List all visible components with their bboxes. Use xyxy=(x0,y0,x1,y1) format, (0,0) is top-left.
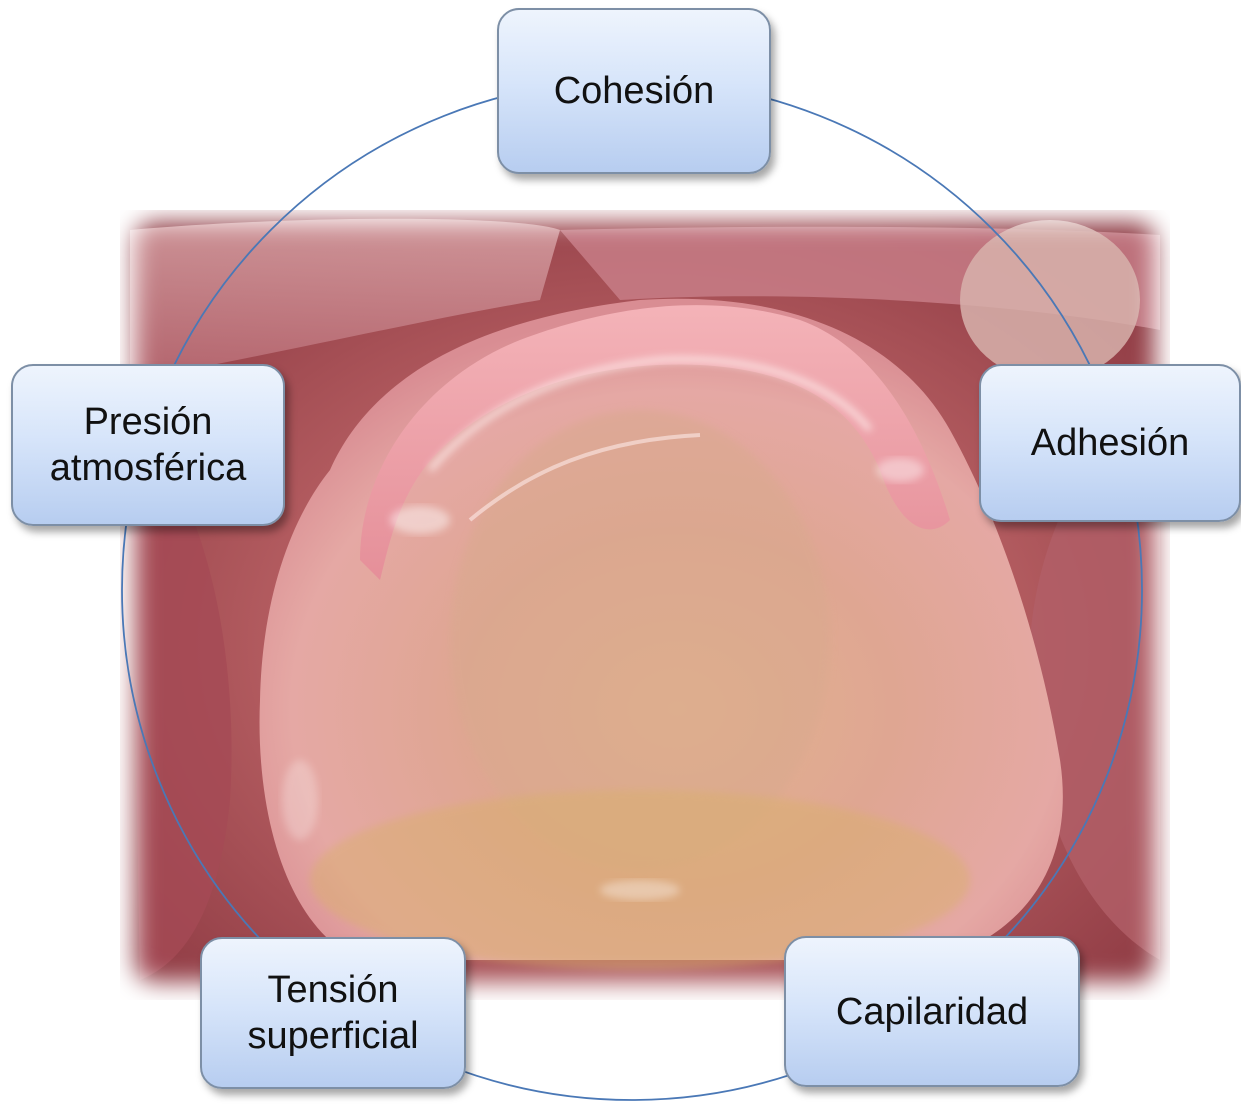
node-capilaridad: Capilaridad xyxy=(784,936,1080,1087)
node-tension-superficial: Tensión superficial xyxy=(200,937,466,1089)
node-adhesion: Adhesión xyxy=(979,364,1241,522)
node-presion-atmosferica: Presión atmosférica xyxy=(11,364,285,526)
node-cohesion: Cohesión xyxy=(497,8,771,174)
